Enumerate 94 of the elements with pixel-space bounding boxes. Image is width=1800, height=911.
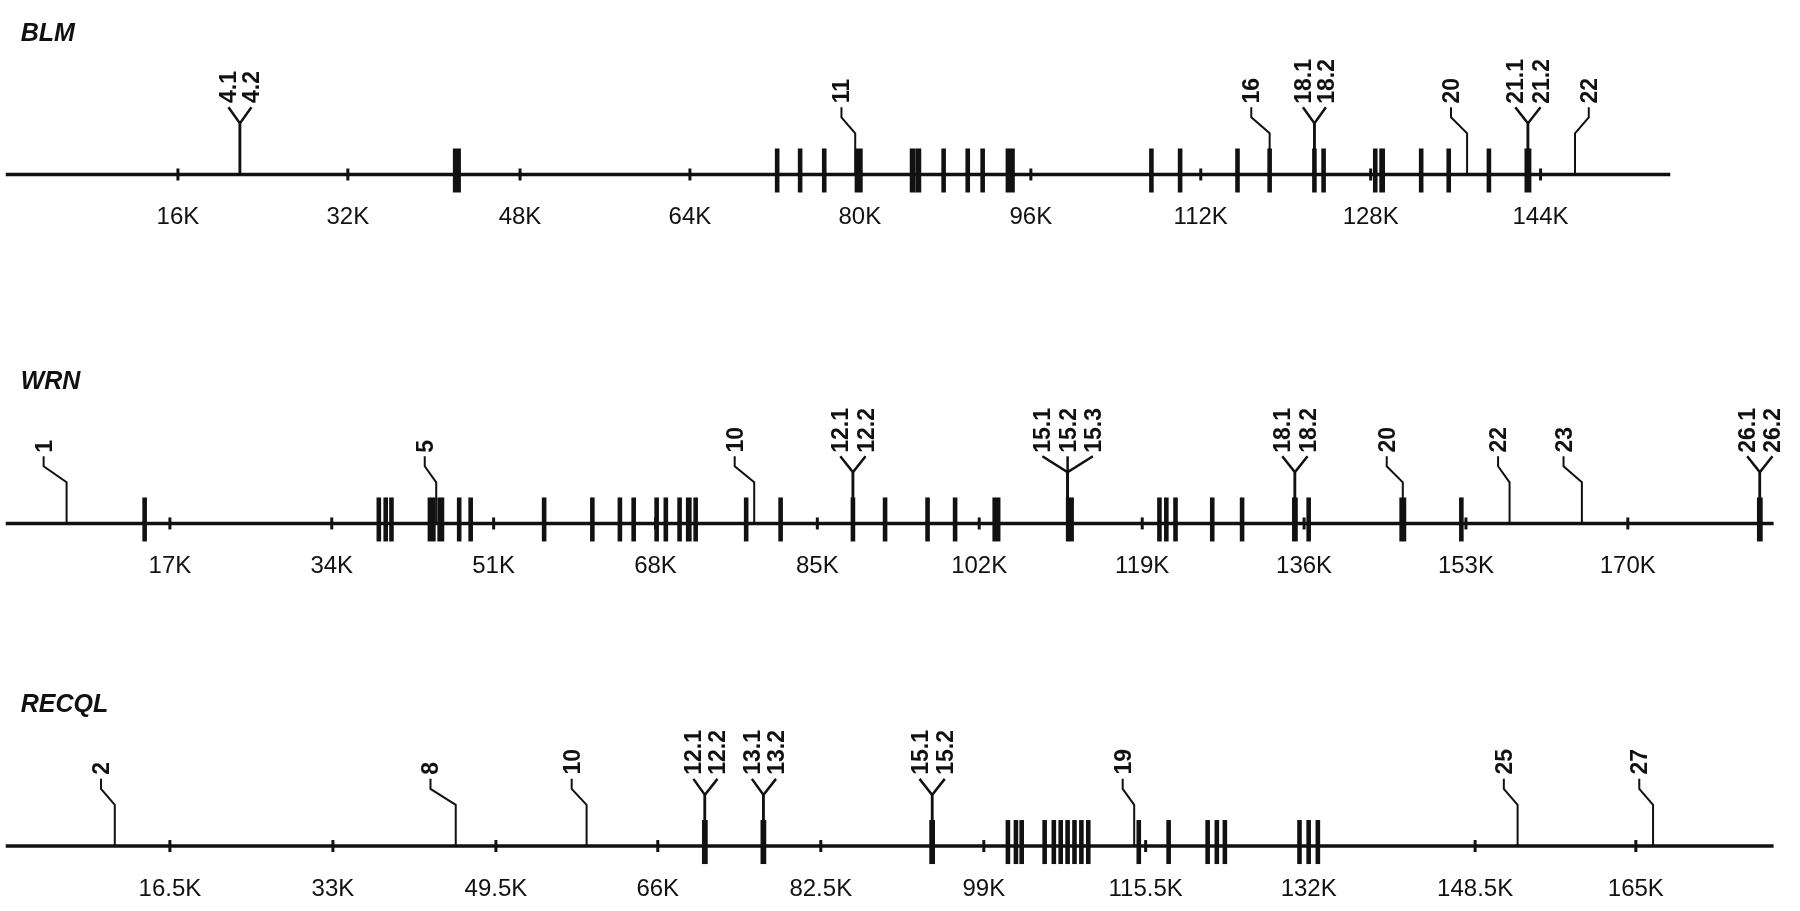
variant-label: 20 xyxy=(1439,77,1463,104)
variant-label: 15.2 xyxy=(933,730,957,775)
variant-label: 13.2 xyxy=(764,730,788,775)
gene-name: WRN xyxy=(20,368,81,394)
variant-label: 18.1 xyxy=(1291,58,1315,104)
axis-tick-label: 85K xyxy=(796,553,839,578)
variant-label: 11 xyxy=(829,79,853,104)
variant-label: 12.1 xyxy=(681,730,705,775)
axis-tick-label: 148.5K xyxy=(1437,875,1514,900)
axis-tick-label: 82.5K xyxy=(789,875,853,900)
variant-label: 13.1 xyxy=(740,730,764,775)
axis-tick-label: 136K xyxy=(1276,553,1333,578)
variant-label: 1 xyxy=(32,439,56,453)
axis-tick-label: 16K xyxy=(156,204,200,229)
variant-label: 26.1 xyxy=(1735,407,1759,453)
leader-line xyxy=(733,455,756,525)
leader-line xyxy=(1638,777,1655,848)
axis-tick-label: 102K xyxy=(951,553,1008,578)
variant-label: 15.1 xyxy=(1030,407,1054,453)
axis-tick-label: 132K xyxy=(1280,875,1337,900)
axis-tick-label: 153K xyxy=(1437,553,1494,578)
leader-line xyxy=(1313,106,1327,175)
variant-label: 4.2 xyxy=(239,71,263,104)
variant-label: 16 xyxy=(1239,77,1263,104)
variant-label: 23 xyxy=(1552,426,1575,453)
leader-line xyxy=(238,106,253,175)
leader-line xyxy=(1121,777,1136,848)
leader-line xyxy=(1385,455,1404,525)
variant-label: 25 xyxy=(1492,749,1516,775)
variant-label: 4.1 xyxy=(216,71,240,104)
variant-label: 10 xyxy=(723,426,747,453)
variant-label: 26.2 xyxy=(1760,407,1784,453)
leader-line xyxy=(840,106,857,176)
axis-tick-label: 119K xyxy=(1115,553,1170,578)
gene-name: RECQL xyxy=(20,691,109,717)
axis-tick-label: 66K xyxy=(636,875,680,900)
axis-tick-label: 49.5K xyxy=(464,875,528,900)
variant-label: 21.2 xyxy=(1529,58,1553,104)
variant-label: 18.2 xyxy=(1314,58,1338,104)
axis-tick-label: 170K xyxy=(1599,553,1656,578)
leader-line xyxy=(1562,455,1583,525)
axis-tick-label: 16.5K xyxy=(138,875,202,900)
leader-line xyxy=(100,777,116,848)
axis-tick-label: 51K xyxy=(472,553,515,578)
leader-line xyxy=(930,778,946,847)
axis-tick-label: 80K xyxy=(838,204,882,229)
variant-label: 18.1 xyxy=(1270,407,1294,453)
axis-tick-label: 112K xyxy=(1173,204,1228,229)
leader-line xyxy=(1293,455,1309,524)
variant-label: 27 xyxy=(1627,749,1651,775)
axis-tick-label: 115.5K xyxy=(1108,875,1183,900)
axis-tick-label: 34K xyxy=(310,553,354,578)
leader-line xyxy=(1574,106,1590,176)
leader-line xyxy=(423,455,438,525)
variant-label: 12.2 xyxy=(705,730,729,775)
axis-tick-label: 165K xyxy=(1607,875,1664,900)
variant-label: 15.3 xyxy=(1081,407,1105,453)
axis-tick-label: 128K xyxy=(1342,204,1399,229)
leader-line xyxy=(1450,106,1469,176)
variant-label: 21.1 xyxy=(1503,58,1527,104)
axis-tick-label: 144K xyxy=(1512,204,1569,229)
variant-label: 12.2 xyxy=(854,407,878,453)
leader-line xyxy=(570,777,588,848)
axis-tick-label: 68K xyxy=(634,553,677,578)
leader-line xyxy=(703,778,719,847)
variant-label: 15.2 xyxy=(1056,407,1080,453)
variant-label: 5 xyxy=(413,439,437,453)
variant-label: 2 xyxy=(89,762,113,775)
variant-label: 22 xyxy=(1577,77,1601,104)
variant-label: 19 xyxy=(1111,749,1135,775)
leader-line xyxy=(1758,455,1774,524)
axis-tick-label: 64K xyxy=(668,204,712,229)
leader-line xyxy=(762,778,777,847)
variant-label: 18.2 xyxy=(1296,407,1319,453)
variant-label: 20 xyxy=(1375,426,1399,453)
gene-name: BLM xyxy=(20,19,75,45)
variant-label: 12.1 xyxy=(828,407,852,453)
leader-line xyxy=(42,455,68,525)
variant-label: 15.1 xyxy=(908,730,931,775)
axis-tick-label: 96K xyxy=(1009,204,1053,229)
leader-line xyxy=(1250,106,1271,176)
axis-tick-label: 33K xyxy=(311,875,355,900)
leader-line xyxy=(429,777,457,848)
variant-label: 22 xyxy=(1486,426,1510,453)
leader-line xyxy=(851,455,867,524)
variant-label: 8 xyxy=(419,762,442,775)
variant-label: 10 xyxy=(560,749,584,775)
leader-line xyxy=(1497,455,1511,525)
leader-line xyxy=(1526,106,1542,175)
axis-tick-label: 32K xyxy=(326,204,370,229)
axis-tick-label: 17K xyxy=(148,553,192,578)
axis-tick-label: 48K xyxy=(498,204,542,229)
axis-tick-label: 99K xyxy=(962,875,1006,900)
leader-line xyxy=(1502,777,1519,848)
